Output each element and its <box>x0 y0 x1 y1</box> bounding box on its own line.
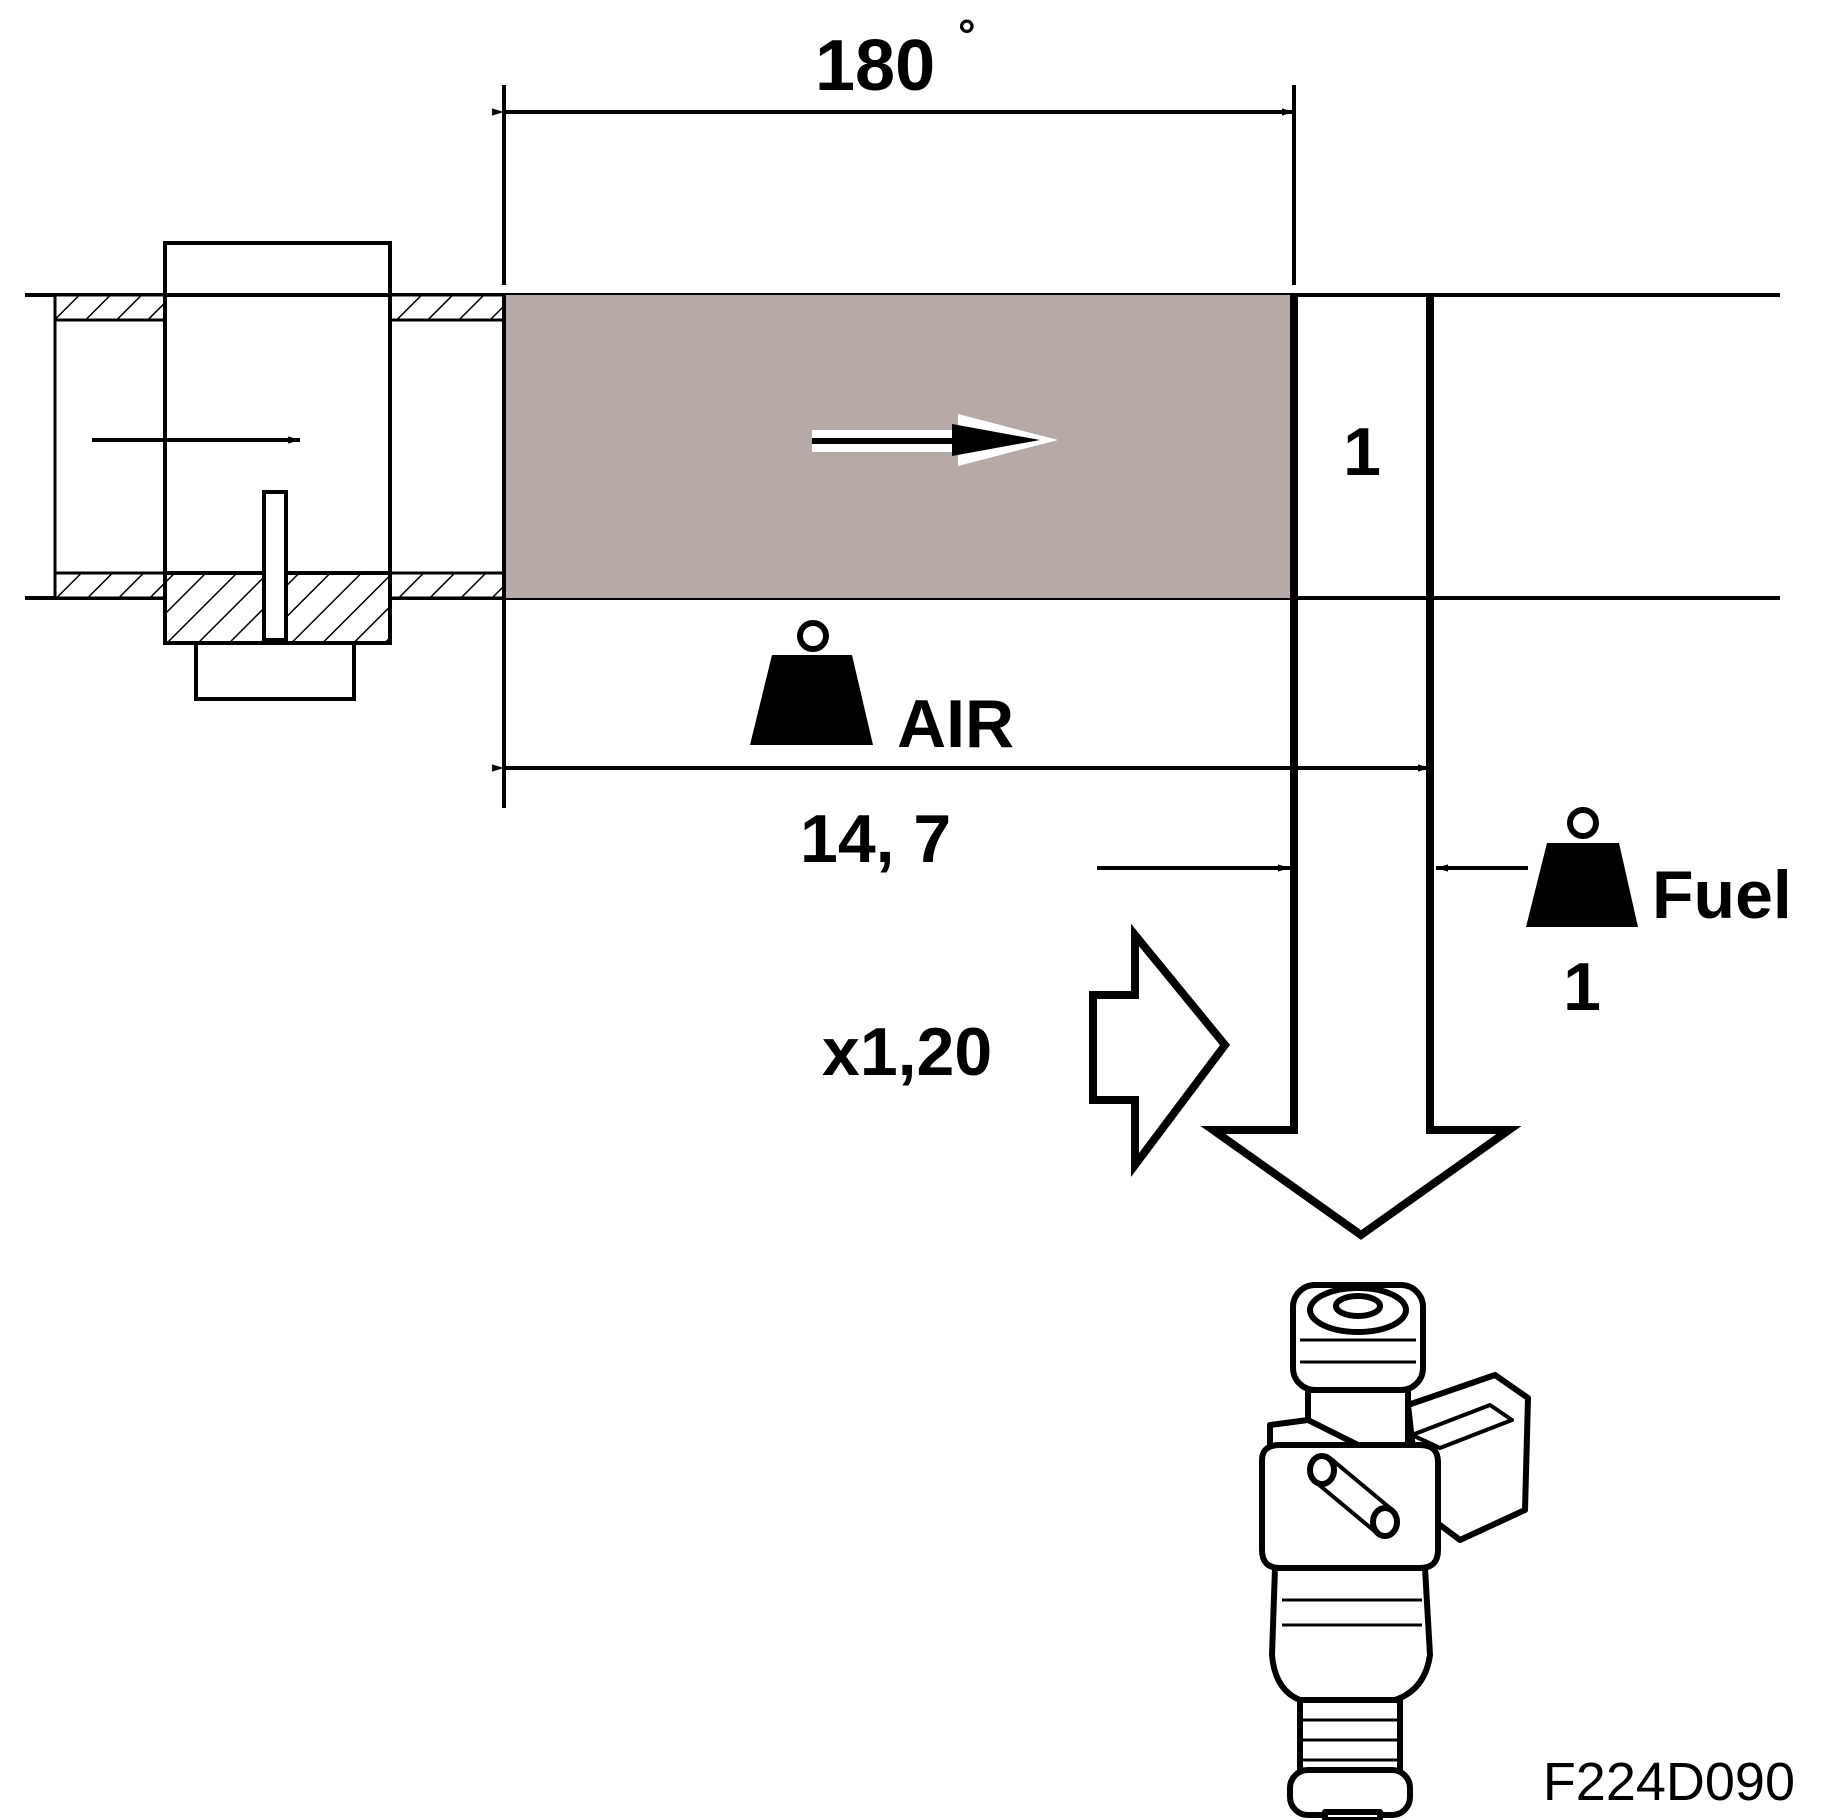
figure-code: F224D090 <box>1543 1752 1795 1812</box>
air-flow-meter <box>163 241 392 701</box>
angle-label: 180 <box>815 26 935 106</box>
hollow-arrow-down-icon <box>1200 295 1522 1240</box>
air-ratio-dimension <box>492 598 1430 808</box>
angle-dimension <box>492 85 1296 285</box>
fuel-ratio-label: 1 <box>1563 949 1601 1025</box>
air-label: AIR <box>897 686 1014 762</box>
degree-symbol: ° <box>958 11 976 60</box>
hollow-arrow-right-icon <box>812 414 1058 466</box>
fuel-injector-icon <box>1259 1282 1531 1820</box>
weight-icon <box>1526 807 1638 927</box>
weight-icon <box>750 620 873 745</box>
fuel-label: Fuel <box>1652 857 1792 933</box>
multiplier-label: x1,20 <box>822 1014 992 1090</box>
air-ratio-label: 14, 7 <box>800 801 951 877</box>
cylinder-number-label: 1 <box>1343 414 1381 490</box>
hollow-arrow-right-icon <box>1089 923 1231 1177</box>
